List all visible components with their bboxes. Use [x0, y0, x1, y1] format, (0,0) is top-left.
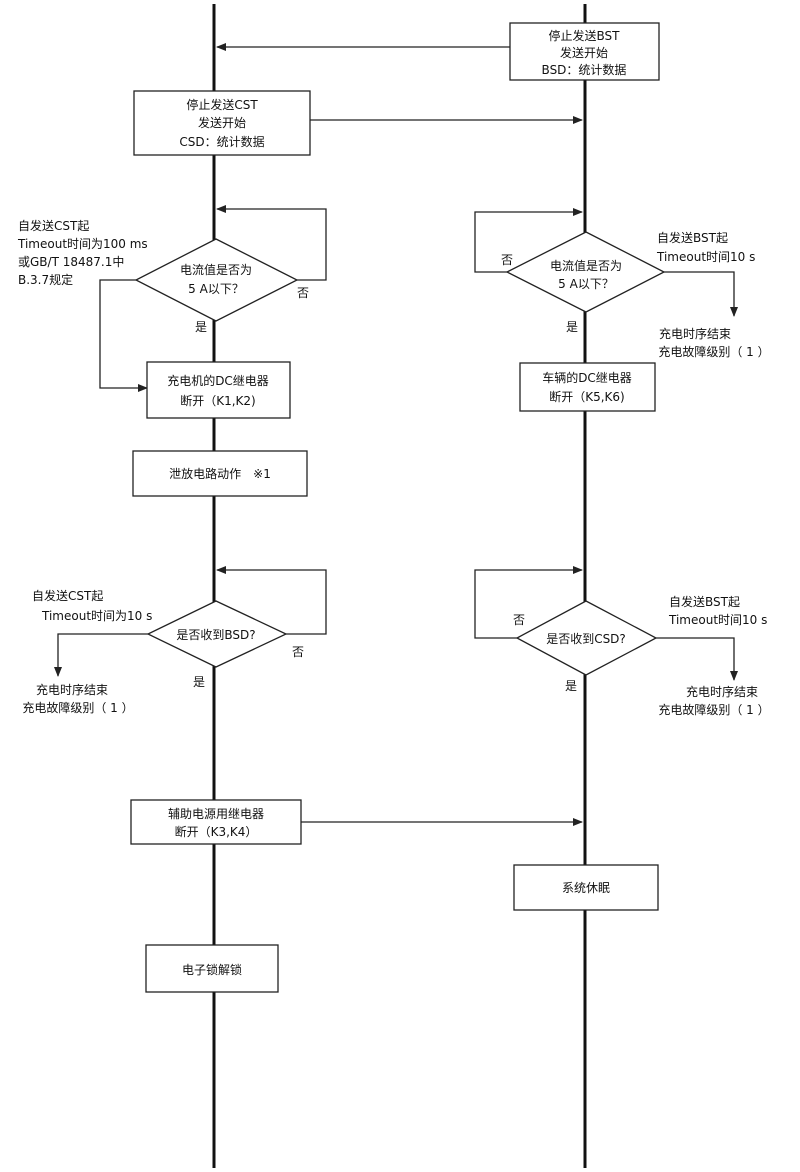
timeout-csd [656, 637, 738, 681]
box-aux-relay-line-2: 断开（K3,K4） [175, 824, 258, 839]
note-left-end-2: 充电时序结束 充电故障级别（ 1 ） [22, 682, 133, 715]
box-cst-stop-line-2: 发送开始 [198, 115, 246, 130]
label-yes-csd: 是 [565, 679, 577, 693]
decision-csd-received-line-1: 是否收到CSD? [546, 632, 626, 646]
note-left-timeout-current-line-1: 自发送CST起 [18, 218, 89, 233]
note-right-end-1-line-2: 充电故障级别（ 1 ） [658, 344, 769, 359]
note-right-timeout-current-line-2: Timeout时间10 s [656, 250, 755, 264]
note-right-end-2-line-1: 充电时序结束 [686, 684, 758, 699]
box-sleep-line-1: 系统休眠 [562, 881, 610, 895]
box-bst-stop-line-2: 发送开始 [560, 45, 608, 60]
note-left-timeout-bsd-line-2: Timeout时间为10 s [41, 609, 152, 623]
box-bst-stop: 停止发送BST 发送开始 BSD：统计数据 [509, 22, 660, 81]
loop-current-left-no [216, 205, 327, 281]
note-left-timeout-current: 自发送CST起 Timeout时间为100 ms 或GB/T 18487.1中 … [17, 218, 148, 287]
box-aux-relay: 辅助电源用继电器 断开（K3,K4） [130, 799, 302, 845]
note-left-end-2-line-1: 充电时序结束 [36, 682, 108, 697]
label-no-csd: 否 [513, 613, 525, 627]
decision-current-left-line-2: 5 A以下？ [188, 282, 244, 296]
box-cst-stop: 停止发送CST 发送开始 CSD：统计数据 [133, 90, 311, 156]
note-left-end-2-line-2: 充电故障级别（ 1 ） [22, 700, 133, 715]
box-vehicle-dc-relay: 车辆的DC继电器 断开（K5,K6) [519, 362, 656, 412]
note-right-end-1-line-1: 充电时序结束 [659, 326, 731, 341]
note-right-timeout-csd-line-1: 自发送BST起 [669, 594, 740, 609]
loop-current-right-no [474, 208, 583, 273]
loop-bsd-no [216, 566, 327, 635]
box-cst-stop-line-3: CSD：统计数据 [179, 134, 264, 149]
note-right-timeout-current: 自发送BST起 Timeout时间10 s [656, 230, 755, 264]
connectors [54, 43, 738, 826]
decision-current-right: 电流值是否为 5 A以下？ [505, 231, 666, 313]
decision-csd-received: 是否收到CSD? [515, 600, 658, 676]
note-right-timeout-current-line-1: 自发送BST起 [657, 230, 728, 245]
box-vehicle-dc-relay-line-1: 车辆的DC继电器 [542, 370, 632, 385]
decision-bsd-received: 是否收到BSD? [146, 600, 288, 668]
box-discharge-line-1: 泄放电路动作 ※1 [169, 466, 271, 481]
label-yes-bsd: 是 [193, 675, 205, 689]
note-left-timeout-current-line-2: Timeout时间为100 ms [17, 237, 148, 251]
note-left-timeout-current-line-3: 或GB/T 18487.1中 [18, 254, 124, 269]
box-sleep: 系统休眠 [513, 864, 659, 911]
loop-csd-no [474, 566, 583, 639]
decision-current-left: 电流值是否为 5 A以下？ [134, 238, 299, 322]
note-right-timeout-csd: 自发送BST起 Timeout时间10 s [668, 594, 767, 627]
note-right-end-1: 充电时序结束 充电故障级别（ 1 ） [658, 326, 769, 359]
decision-current-right-line-2: 5 A以下？ [558, 277, 614, 291]
box-discharge: 泄放电路动作 ※1 [132, 450, 308, 497]
note-right-end-2: 充电时序结束 充电故障级别（ 1 ） [658, 684, 769, 717]
box-aux-relay-line-1: 辅助电源用继电器 [168, 807, 264, 821]
label-yes-current-right: 是 [566, 320, 578, 334]
box-unlock: 电子锁解锁 [145, 944, 279, 993]
label-no-current-right: 否 [501, 253, 513, 267]
timeout-bsd [54, 633, 148, 677]
decision-current-left-line-1: 电流值是否为 [180, 262, 252, 277]
note-right-end-2-line-2: 充电故障级别（ 1 ） [658, 702, 769, 717]
note-right-timeout-csd-line-2: Timeout时间10 s [668, 613, 767, 627]
box-charger-dc-relay: 充电机的DC继电器 断开（K1,K2) [146, 361, 291, 419]
note-left-timeout-bsd: 自发送CST起 Timeout时间为10 s [32, 588, 152, 623]
label-no-bsd: 否 [292, 645, 304, 659]
decision-current-right-line-1: 电流值是否为 [550, 258, 622, 273]
box-unlock-line-1: 电子锁解锁 [182, 962, 242, 977]
box-bst-stop-line-1: 停止发送BST [549, 28, 621, 43]
branch-labels: 否 是 否 是 否 是 否 是 [193, 253, 578, 693]
label-yes-current-left: 是 [195, 320, 207, 334]
note-left-timeout-current-line-4: B.3.7规定 [18, 272, 73, 287]
box-vehicle-dc-relay-line-2: 断开（K5,K6) [549, 389, 625, 404]
decision-bsd-received-line-1: 是否收到BSD? [176, 628, 255, 642]
timeout-current-left [99, 279, 148, 392]
timeout-current-right [664, 271, 738, 317]
box-charger-dc-relay-line-2: 断开（K1,K2) [180, 393, 256, 408]
label-no-current-left: 否 [297, 286, 309, 300]
box-bst-stop-line-3: BSD：统计数据 [542, 62, 627, 77]
box-charger-dc-relay-line-1: 充电机的DC继电器 [167, 373, 269, 388]
box-cst-stop-line-1: 停止发送CST [186, 97, 258, 112]
note-left-timeout-bsd-line-1: 自发送CST起 [32, 588, 103, 603]
